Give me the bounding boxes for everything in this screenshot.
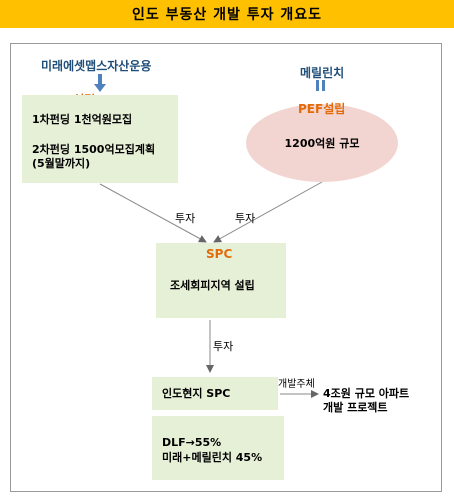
spc-text: 조세회피지역 설립 bbox=[170, 279, 255, 292]
right-fund-text: 1200억원 규모 bbox=[284, 137, 360, 150]
spc-box: SPC 조세회피지역 설립 bbox=[156, 243, 286, 318]
right-investor-name: 메릴린치 bbox=[300, 66, 345, 80]
project-text: 4조원 규모 아파트 개발 프로젝트 bbox=[323, 387, 409, 415]
invest-label-left: 투자 bbox=[175, 212, 196, 225]
developer-label: 개발주체 bbox=[278, 379, 315, 390]
diagram-frame bbox=[10, 43, 442, 492]
left-fund-box: 1차펀딩 1천억원모집 2차펀딩 1500억모집계획 (5월말까지) bbox=[22, 95, 178, 183]
stake-line-2: 미래+메릴린치 45% bbox=[162, 451, 263, 464]
left-fund-line-3: (5월말까지) bbox=[32, 157, 91, 170]
project-line-1: 4조원 규모 아파트 bbox=[323, 387, 410, 400]
right-investor-marker-icon bbox=[316, 80, 319, 91]
invest-line-right bbox=[213, 181, 323, 243]
stake-line-1: DLF→55% bbox=[162, 436, 222, 449]
left-investor-name: 미래에셋맵스자산운용 bbox=[41, 59, 152, 73]
right-pef-label: PEF설립 bbox=[298, 102, 346, 116]
invest-label-right: 투자 bbox=[235, 212, 256, 225]
right-investor-marker-icon-2 bbox=[322, 80, 325, 91]
local-spc-box: 인도현지 SPC bbox=[152, 377, 278, 410]
project-line-2: 개발 프로젝트 bbox=[323, 401, 388, 414]
left-fund-line-2: 2차펀딩 1500억모집계획 bbox=[32, 143, 156, 156]
stake-box: DLF→55% 미래+메릴린치 45% bbox=[152, 416, 284, 480]
title-bar: 인도 부동산 개발 투자 개요도 bbox=[0, 0, 454, 28]
right-fund-ellipse: 1200억원 규모 bbox=[246, 104, 398, 182]
local-spc-text: 인도현지 SPC bbox=[162, 387, 231, 400]
left-fund-line-1: 1차펀딩 1천억원모집 bbox=[32, 113, 133, 126]
left-investor-arrow-icon bbox=[98, 74, 102, 84]
invest-label-down: 투자 bbox=[213, 340, 234, 353]
spc-label: SPC bbox=[206, 247, 233, 261]
left-investor-arrowhead-icon bbox=[94, 84, 106, 92]
invest-line-left bbox=[99, 183, 207, 243]
diagram-title: 인도 부동산 개발 투자 개요도 bbox=[131, 7, 323, 23]
